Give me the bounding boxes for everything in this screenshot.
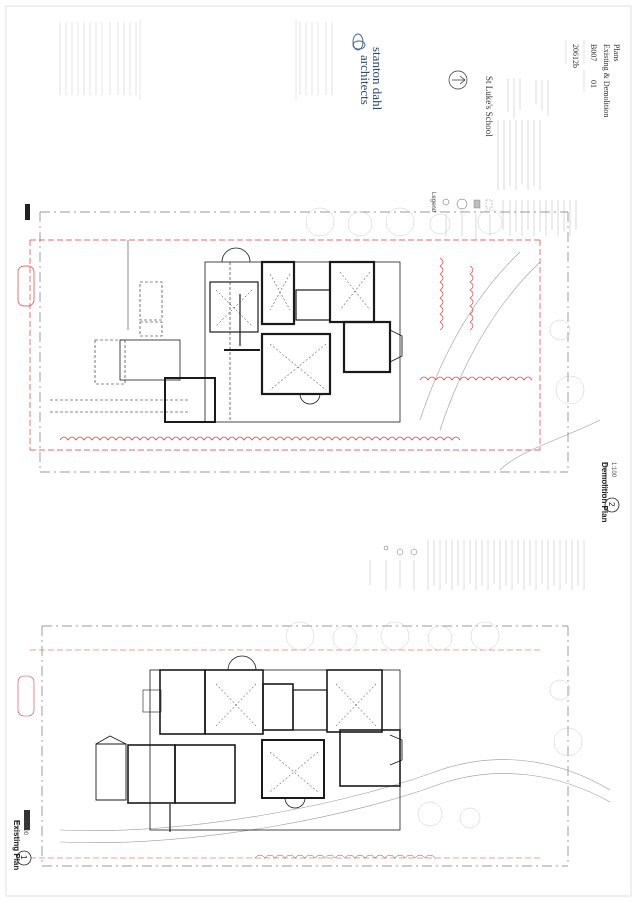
demolition-boundary — [29, 239, 541, 451]
client-name: St Luke's School — [484, 76, 494, 137]
legend-tree-large-icon — [456, 198, 468, 210]
view-scale: 1:100 — [22, 820, 28, 836]
north-arrow-icon — [448, 70, 468, 90]
view-tag-existing: 1 Existing Plan 1:100 — [12, 820, 32, 870]
demolition-plan: 2 Demolition Plan 1:100 — [17, 204, 620, 523]
view-tag-demolition: 2 Demolition Plan 1:100 — [600, 462, 620, 523]
legend-dashed-swatch — [485, 199, 493, 209]
drawing-title: Existing & Demolition — [602, 44, 611, 117]
client-address — [507, 78, 549, 118]
legend-tree-icon — [442, 198, 450, 206]
existing-building — [95, 655, 403, 832]
view-title: Existing Plan — [12, 820, 21, 870]
revision: 01 — [589, 80, 598, 88]
legend: Legend — [430, 120, 577, 240]
project-number: 20612b — [571, 44, 580, 68]
view-number: 1 — [19, 855, 28, 860]
demolition-building — [50, 240, 403, 423]
view-scale: 1:100 — [610, 462, 616, 478]
drawing-title-sub: Plans — [612, 44, 621, 61]
legend-notes-lower — [497, 120, 541, 190]
sheet-border — [5, 5, 632, 897]
existing-plan: 1 Existing Plan 1:100 — [12, 621, 611, 870]
title-block-notes — [59, 22, 333, 95]
drawing-number: B007 — [589, 44, 598, 61]
practice-logo-icon — [352, 33, 366, 51]
practice-name-sub: architects — [358, 55, 373, 105]
view-number: 2 — [607, 502, 616, 507]
existing-legend — [369, 540, 585, 590]
practice-name: stanton dahl — [370, 47, 385, 111]
legend-title: Legend — [430, 192, 436, 212]
demolition-trees — [17, 257, 533, 441]
view-title: Demolition Plan — [600, 462, 609, 523]
legend-fill-swatch — [473, 199, 481, 209]
title-block: stanton dahl architects St Luke's School… — [59, 20, 621, 137]
legend-notes — [445, 200, 577, 240]
